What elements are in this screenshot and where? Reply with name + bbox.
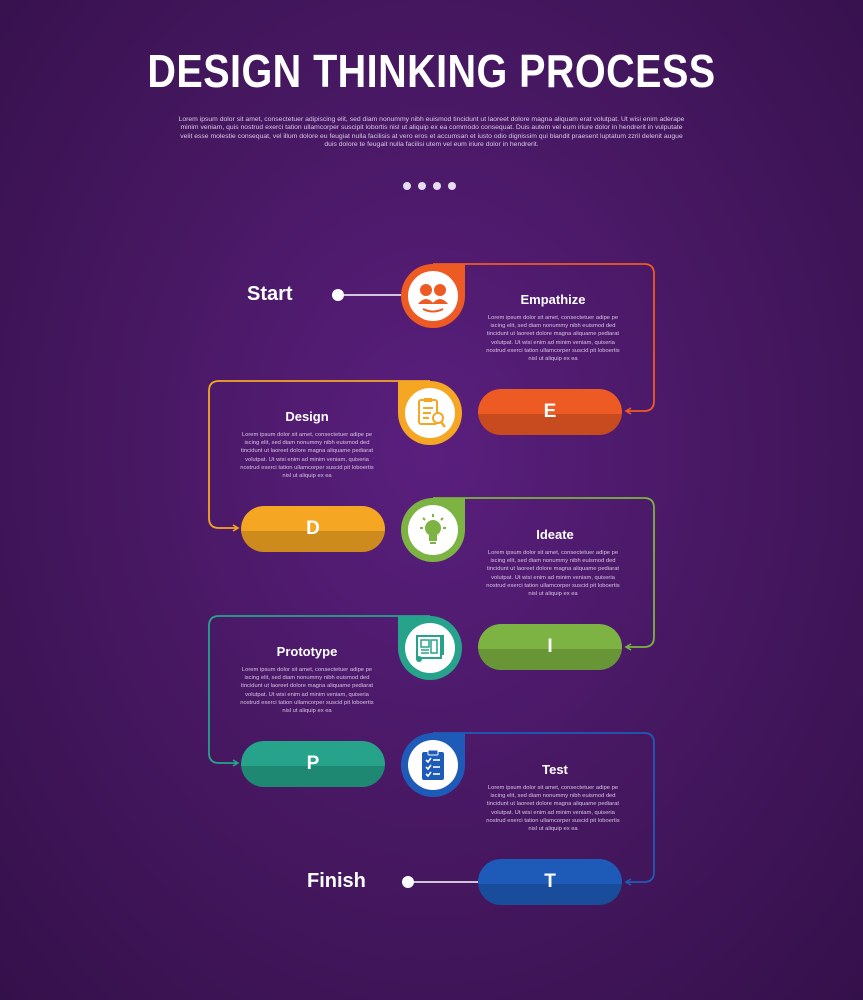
- step-title-test: Test: [542, 762, 568, 777]
- page-subtitle: Lorem ipsum dolor sit amet, consectetuer…: [178, 116, 685, 149]
- test-clipboard-icon: [422, 749, 444, 780]
- step-letter-i: I: [547, 636, 553, 657]
- dots-divider: [403, 177, 463, 190]
- empathy-heads-icon: [418, 284, 448, 313]
- start-label: Start: [247, 283, 293, 305]
- step-pill-e: E: [478, 389, 622, 435]
- step-desc-test: Lorem ipsum dolor sit amet, consectetuer…: [486, 785, 620, 833]
- step-pill-d: D: [241, 506, 385, 552]
- step-letter-e: E: [543, 401, 557, 422]
- test-icon-badge: [401, 733, 465, 797]
- blueprint-icon: [416, 635, 444, 662]
- finish-label: Finish: [307, 870, 366, 892]
- page-title: DESIGN THINKING PROCESS: [147, 45, 716, 97]
- step-title-ideate: Ideate: [536, 527, 574, 542]
- ideate-icon-badge: [401, 498, 465, 562]
- step-desc-empathize: Lorem ipsum dolor sit amet, consectetuer…: [486, 315, 620, 363]
- empathize-icon-badge: [401, 264, 465, 328]
- step-desc-design: Lorem ipsum dolor sit amet, consectetuer…: [240, 432, 374, 480]
- step-pill-t: T: [478, 859, 622, 905]
- step-pill-p: P: [241, 741, 385, 787]
- step-letter-t: T: [544, 871, 556, 892]
- step-desc-prototype: Lorem ipsum dolor sit amet, consectetuer…: [240, 667, 374, 715]
- lightbulb-icon: [420, 514, 446, 544]
- step-pill-i: I: [478, 624, 622, 670]
- step-title-design: Design: [285, 409, 329, 424]
- step-letter-p: P: [306, 753, 320, 774]
- design-icon-badge: [398, 381, 462, 445]
- step-title-empathize: Empathize: [520, 292, 586, 307]
- step-title-prototype: Prototype: [276, 644, 338, 659]
- prototype-icon-badge: [398, 616, 462, 680]
- step-desc-ideate: Lorem ipsum dolor sit amet, consectetuer…: [486, 550, 620, 598]
- design-checklist-icon: [418, 398, 446, 428]
- step-letter-d: D: [306, 518, 320, 539]
